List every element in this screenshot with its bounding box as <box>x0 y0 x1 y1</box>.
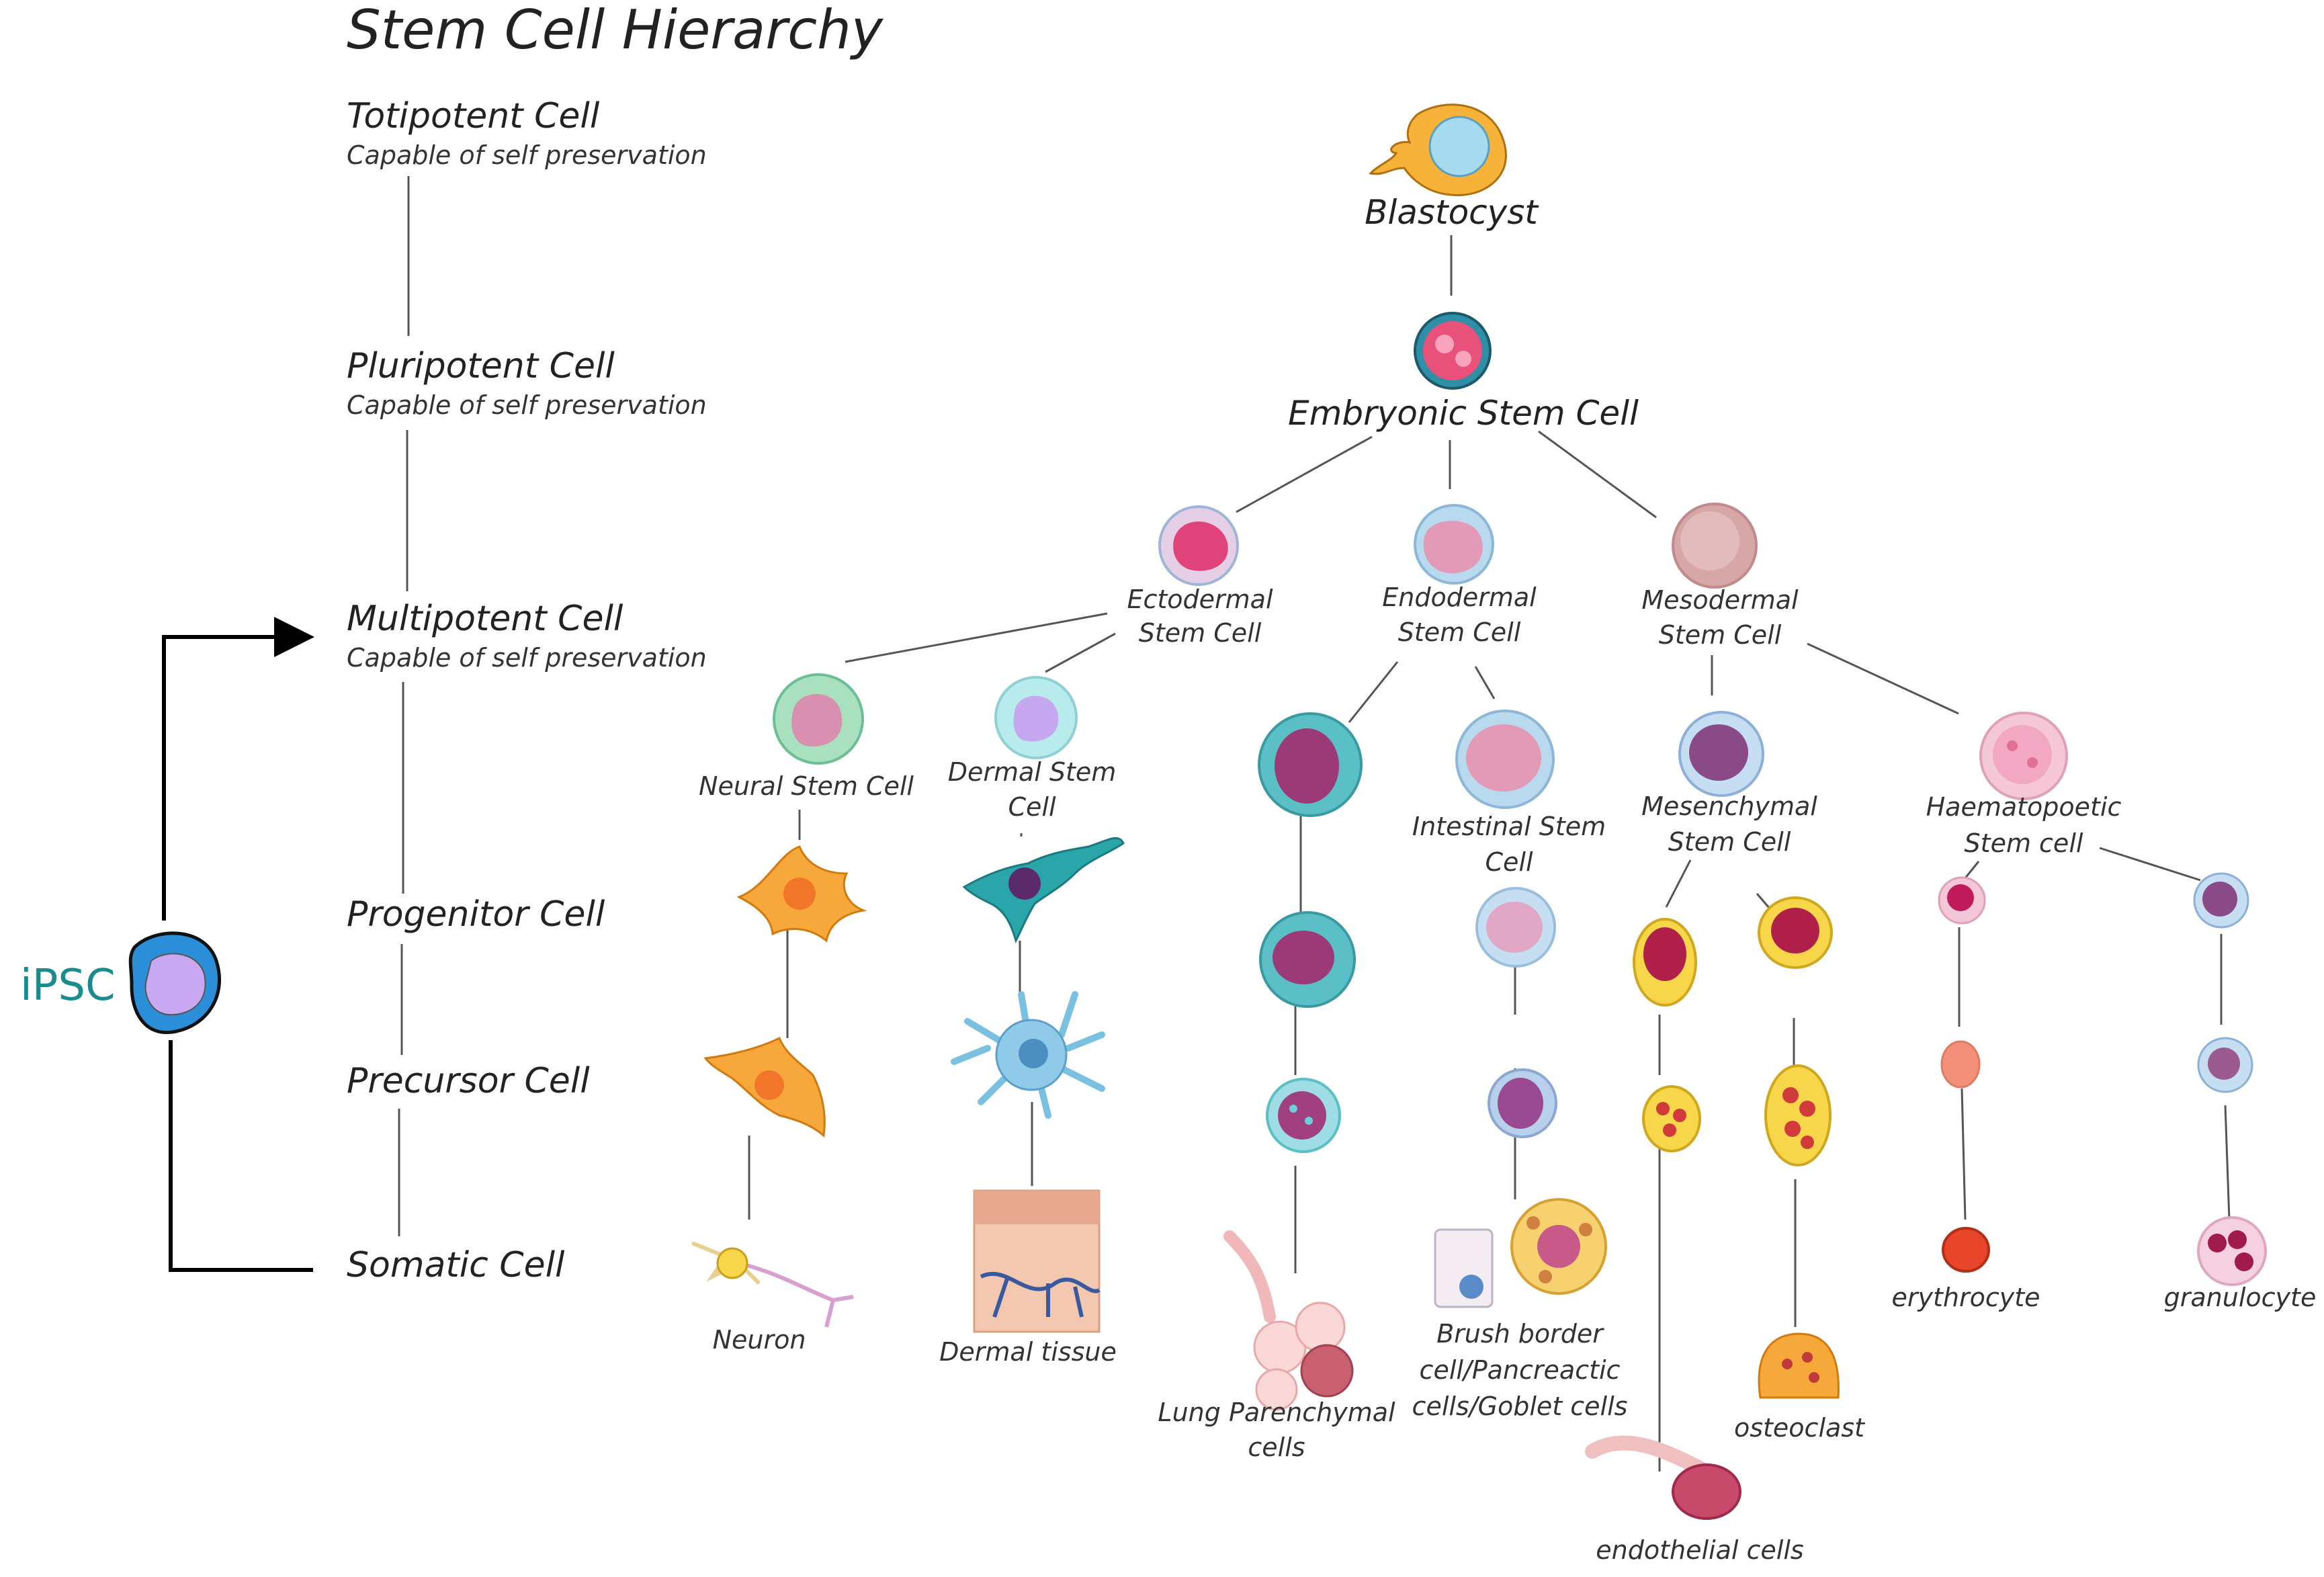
cell-mesodermal: Mesodermal Stem Cell <box>1641 503 1799 650</box>
cell-mesenchymal: Mesenchymal Stem Cell <box>1641 711 1817 857</box>
dermal-tissue-label: Dermal tissue <box>939 1337 1117 1367</box>
granulocyte-label: granulocyte <box>2164 1283 2317 1312</box>
level-progenitor-name: Progenitor Cell <box>347 894 605 935</box>
lung-stem <box>1258 712 1363 817</box>
lung-parenchymal-icon <box>1223 1230 1354 1411</box>
neuron-label: Neuron <box>713 1325 806 1355</box>
cell-neural-stem: Neural Stem Cell <box>699 673 914 801</box>
dermal-precursor <box>951 991 1105 1119</box>
dermal-stem-label-2: Cell <box>1008 792 1056 822</box>
ipsc-reprogramming: iPSC <box>20 617 314 1272</box>
dermal-tissue-icon <box>973 1189 1101 1333</box>
diagram-title: Stem Cell Hierarchy <box>347 0 884 61</box>
myeloid-precursor <box>2197 1037 2253 1093</box>
erythrocyte-label: erythrocyte <box>1891 1283 2040 1312</box>
haematopoetic-label-1: Haematopoetic <box>1926 792 2122 822</box>
mesenchymal-progenitor-left <box>1633 918 1697 1007</box>
hierarchy-levels: Totipotent Cell Capable of self preserva… <box>347 96 707 1285</box>
level-pluripotent-desc: Capable of self preservation <box>347 390 707 420</box>
brush-border-label-2: cell/Pancreactic <box>1420 1355 1621 1385</box>
intestinal-precursor <box>1488 1068 1557 1138</box>
lung-progenitor <box>1259 911 1356 1008</box>
mesenchymal-precursor-right-icon <box>1764 1064 1832 1166</box>
cell-lung-parenchymal: Lung Parenchymal cells <box>1158 1230 1395 1462</box>
level-pluripotent-name: Pluripotent Cell <box>347 346 615 386</box>
cell-blastocyst: Blastocyst <box>1365 103 1539 232</box>
cell-haematopoetic: Haematopoetic Stem cell <box>1926 712 2122 858</box>
intestinal-stem-label-1: Intestinal Stem <box>1412 812 1606 841</box>
dermal-progenitor <box>962 837 1125 944</box>
mesenchymal-label-2: Stem Cell <box>1668 827 1791 857</box>
mesodermal-label-1: Mesodermal <box>1641 585 1799 615</box>
endothelial-icon <box>1585 1435 1741 1520</box>
cell-embryonic: Embryonic Stem Cell <box>1288 312 1639 433</box>
haematopoetic-label-2: Stem cell <box>1965 828 2083 858</box>
level-somatic-name: Somatic Cell <box>347 1245 565 1285</box>
neural-stem-label: Neural Stem Cell <box>699 771 914 801</box>
dermal-stem-label-1: Dermal Stem <box>948 757 1117 787</box>
cell-erythrocyte: erythrocyte <box>1891 1227 2040 1312</box>
level-totipotent-desc: Capable of self preservation <box>347 140 707 170</box>
blastocyst-label: Blastocyst <box>1365 193 1539 232</box>
endodermal-label-1: Endodermal <box>1382 583 1537 612</box>
lung-parenchymal-label-1: Lung Parenchymal <box>1158 1398 1395 1427</box>
ipsc-label: iPSC <box>20 961 116 1011</box>
dermal-progenitor-icon <box>962 837 1125 944</box>
cell-neuron: Neuron <box>691 1241 854 1355</box>
endodermal-label-2: Stem Cell <box>1398 617 1521 647</box>
neural-precursor <box>703 1036 826 1138</box>
embryonic-label: Embryonic Stem Cell <box>1288 394 1639 433</box>
dermal-precursor-icon <box>951 991 1105 1119</box>
lung-precursor <box>1266 1078 1341 1153</box>
osteoclast-label: osteoclast <box>1734 1413 1866 1443</box>
ectodermal-label-2: Stem Cell <box>1139 618 1262 648</box>
myeloid-progenitor <box>2193 872 2249 929</box>
cell-intestinal-stem: Intestinal Stem Cell <box>1412 710 1606 877</box>
endothelial-label: endothelial cells <box>1596 1535 1803 1565</box>
intestinal-progenitor <box>1475 887 1556 968</box>
lung-parenchymal-label-2: cells <box>1248 1433 1305 1462</box>
mesenchymal-label-1: Mesenchymal <box>1641 792 1817 821</box>
level-precursor-name: Precursor Cell <box>347 1061 590 1101</box>
level-multipotent-name: Multipotent Cell <box>347 599 623 639</box>
erythrocyte-icon <box>1942 1227 1990 1273</box>
level-totipotent-name: Totipotent Cell <box>347 96 600 136</box>
erythroid-precursor <box>1940 1040 1981 1089</box>
mesodermal-label-2: Stem Cell <box>1659 620 1782 650</box>
cell-ectodermal: Ectodermal Stem Cell <box>1127 505 1273 648</box>
brush-border-label-1: Brush border <box>1436 1319 1604 1349</box>
cell-brush-border: Brush border cell/Pancreactic cells/Gobl… <box>1412 1198 1628 1421</box>
cell-osteoclast: osteoclast <box>1734 1332 1866 1443</box>
erythroid-precursor-icon <box>1940 1040 1981 1089</box>
brush-border-label-3: cells/Goblet cells <box>1412 1392 1628 1421</box>
mesenchymal-precursor-left <box>1642 1085 1701 1152</box>
granulocyte-icon <box>2197 1216 2267 1286</box>
neural-progenitor <box>736 845 867 943</box>
cell-endothelial: endothelial cells <box>1585 1435 1804 1565</box>
cell-granulocyte: granulocyte <box>2164 1216 2317 1312</box>
cell-dermal-stem: Dermal Stem Cell <box>948 676 1117 822</box>
neuron-icon <box>691 1241 854 1328</box>
ectodermal-label-1: Ectodermal <box>1127 585 1273 614</box>
brush-border-icon <box>1434 1198 1607 1308</box>
erythroid-progenitor <box>1938 876 1986 925</box>
ipsc-return-line <box>169 1040 313 1272</box>
cell-endodermal: Endodermal Stem Cell <box>1382 504 1537 647</box>
level-multipotent-desc: Capable of self preservation <box>347 643 707 673</box>
ipsc-cell-icon <box>128 931 221 1034</box>
intestinal-stem-label-2: Cell <box>1485 847 1533 877</box>
mesenchymal-precursor-right <box>1764 1064 1832 1166</box>
mesenchymal-precursor-left-icon <box>1642 1085 1701 1152</box>
cell-dermal-tissue: Dermal tissue <box>939 1189 1117 1367</box>
osteoclast-icon <box>1758 1332 1840 1399</box>
mesenchymal-progenitor-right <box>1758 896 1833 969</box>
ipsc-arrow-line <box>162 617 314 921</box>
